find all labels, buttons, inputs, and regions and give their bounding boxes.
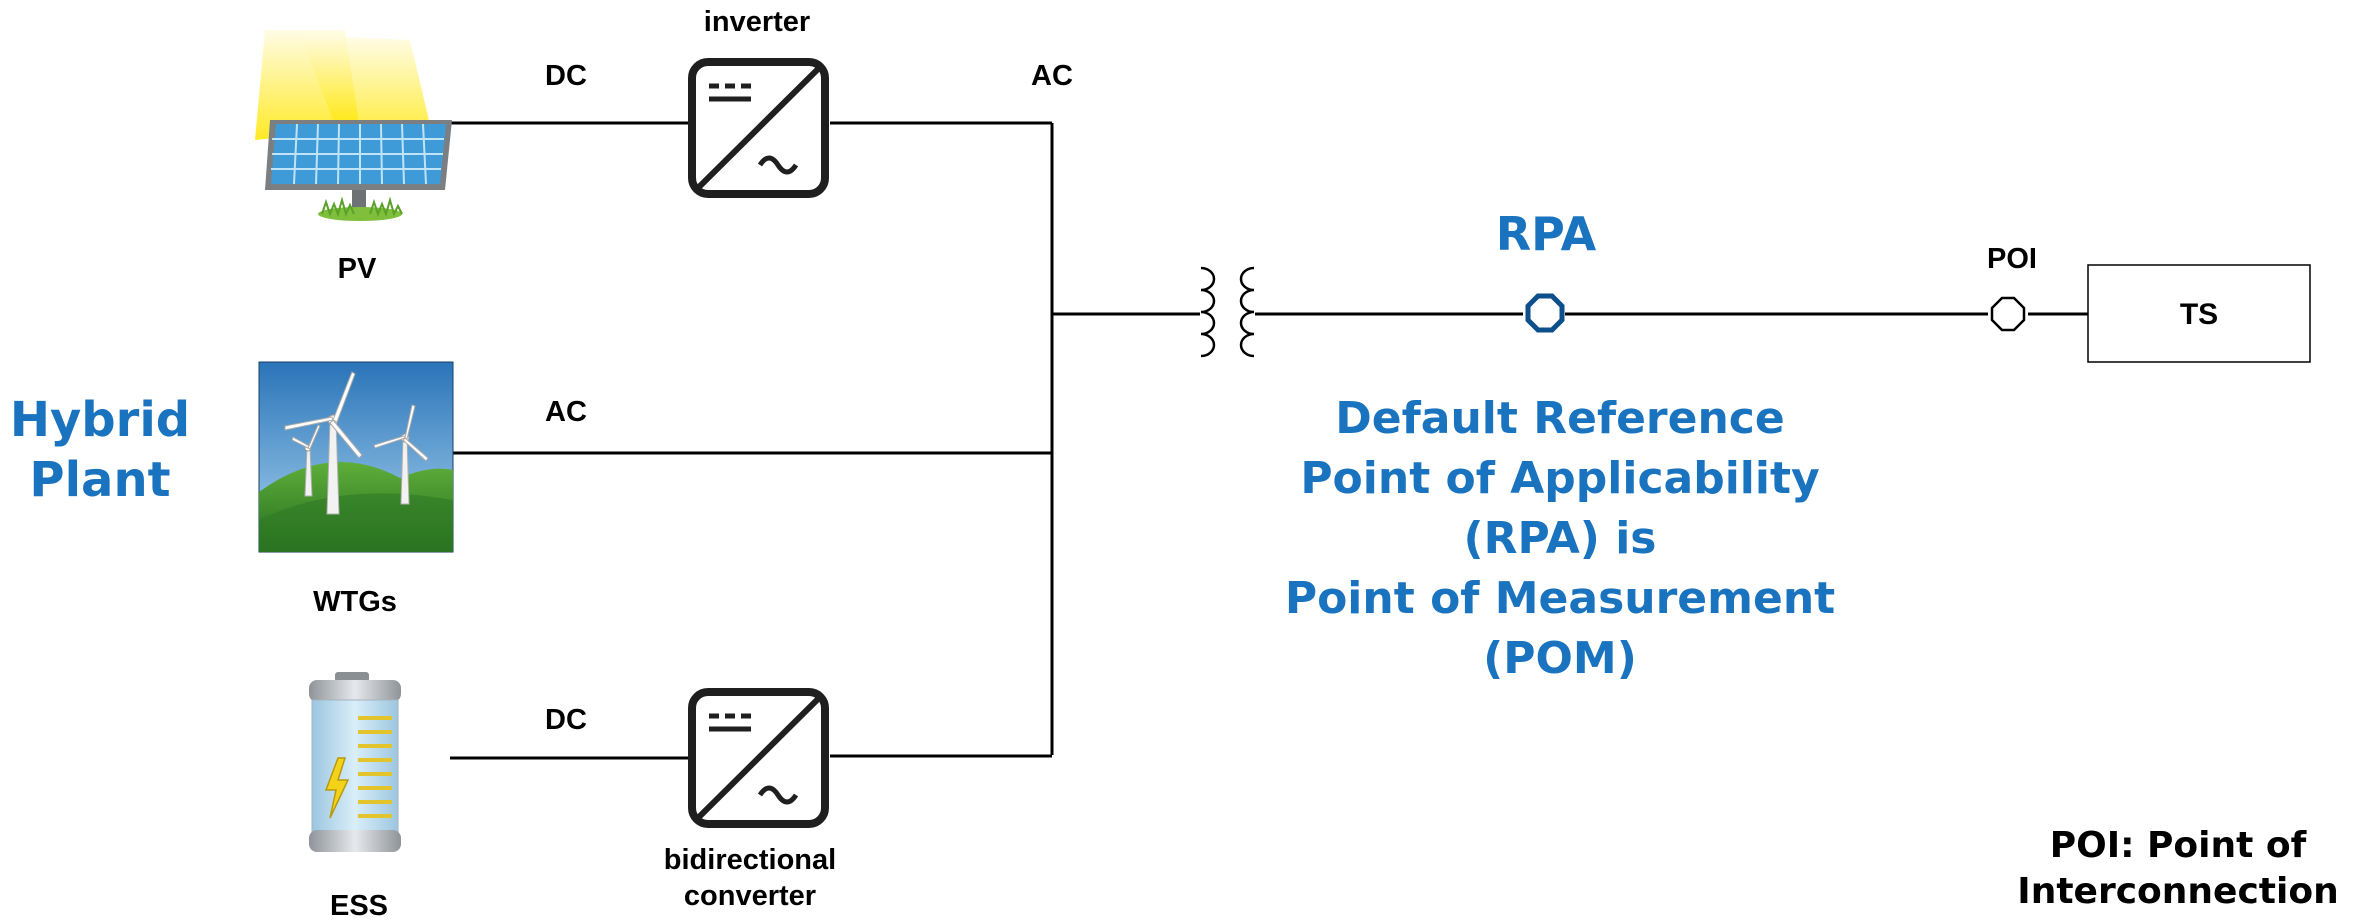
rpa-description-line: (RPA) is <box>1464 513 1657 564</box>
rpa-description: Default Reference Point of Applicability… <box>1285 393 1835 684</box>
plant-title-line1: Hybrid <box>10 392 190 448</box>
ts-label: TS <box>2180 298 2218 331</box>
rpa-node <box>1525 293 1565 333</box>
solar-panel-icon <box>255 30 452 221</box>
bidirectional-converter-icon <box>688 688 829 828</box>
rpa-description-line: Default Reference <box>1335 393 1784 444</box>
wind-turbine-icon <box>258 361 454 553</box>
battery-icon <box>309 672 401 852</box>
ess-label: ESS <box>330 890 388 920</box>
transformer-icon <box>1200 266 1255 358</box>
rpa-label: RPA <box>1496 207 1597 261</box>
pv-link-label: DC <box>545 60 587 92</box>
wiring <box>450 121 2088 760</box>
rpa-description-line: Point of Applicability <box>1300 453 1819 504</box>
poi-note-line1: POI: Point of <box>2050 825 2307 866</box>
inverter-icon <box>688 58 829 198</box>
pv-label: PV <box>338 253 377 285</box>
poi-node <box>1990 296 2026 332</box>
bidirectional-label-line1: bidirectional <box>664 844 836 876</box>
bidirectional-label-line2: converter <box>684 880 816 912</box>
rpa-description-line: (POM) <box>1483 633 1637 684</box>
plant-title-line2: Plant <box>29 452 170 508</box>
rpa-description-line: Point of Measurement <box>1285 573 1835 624</box>
wtgs-link-label: AC <box>545 396 587 428</box>
ts-box <box>2087 264 2311 363</box>
ess-link-label: DC <box>545 704 587 736</box>
poi-label: POI <box>1987 243 2037 275</box>
poi-note-line2: Interconnection <box>2017 871 2338 912</box>
wtgs-label: WTGs <box>313 586 397 618</box>
inverter-label: inverter <box>704 6 810 38</box>
bus-ac-label: AC <box>1031 60 1073 92</box>
